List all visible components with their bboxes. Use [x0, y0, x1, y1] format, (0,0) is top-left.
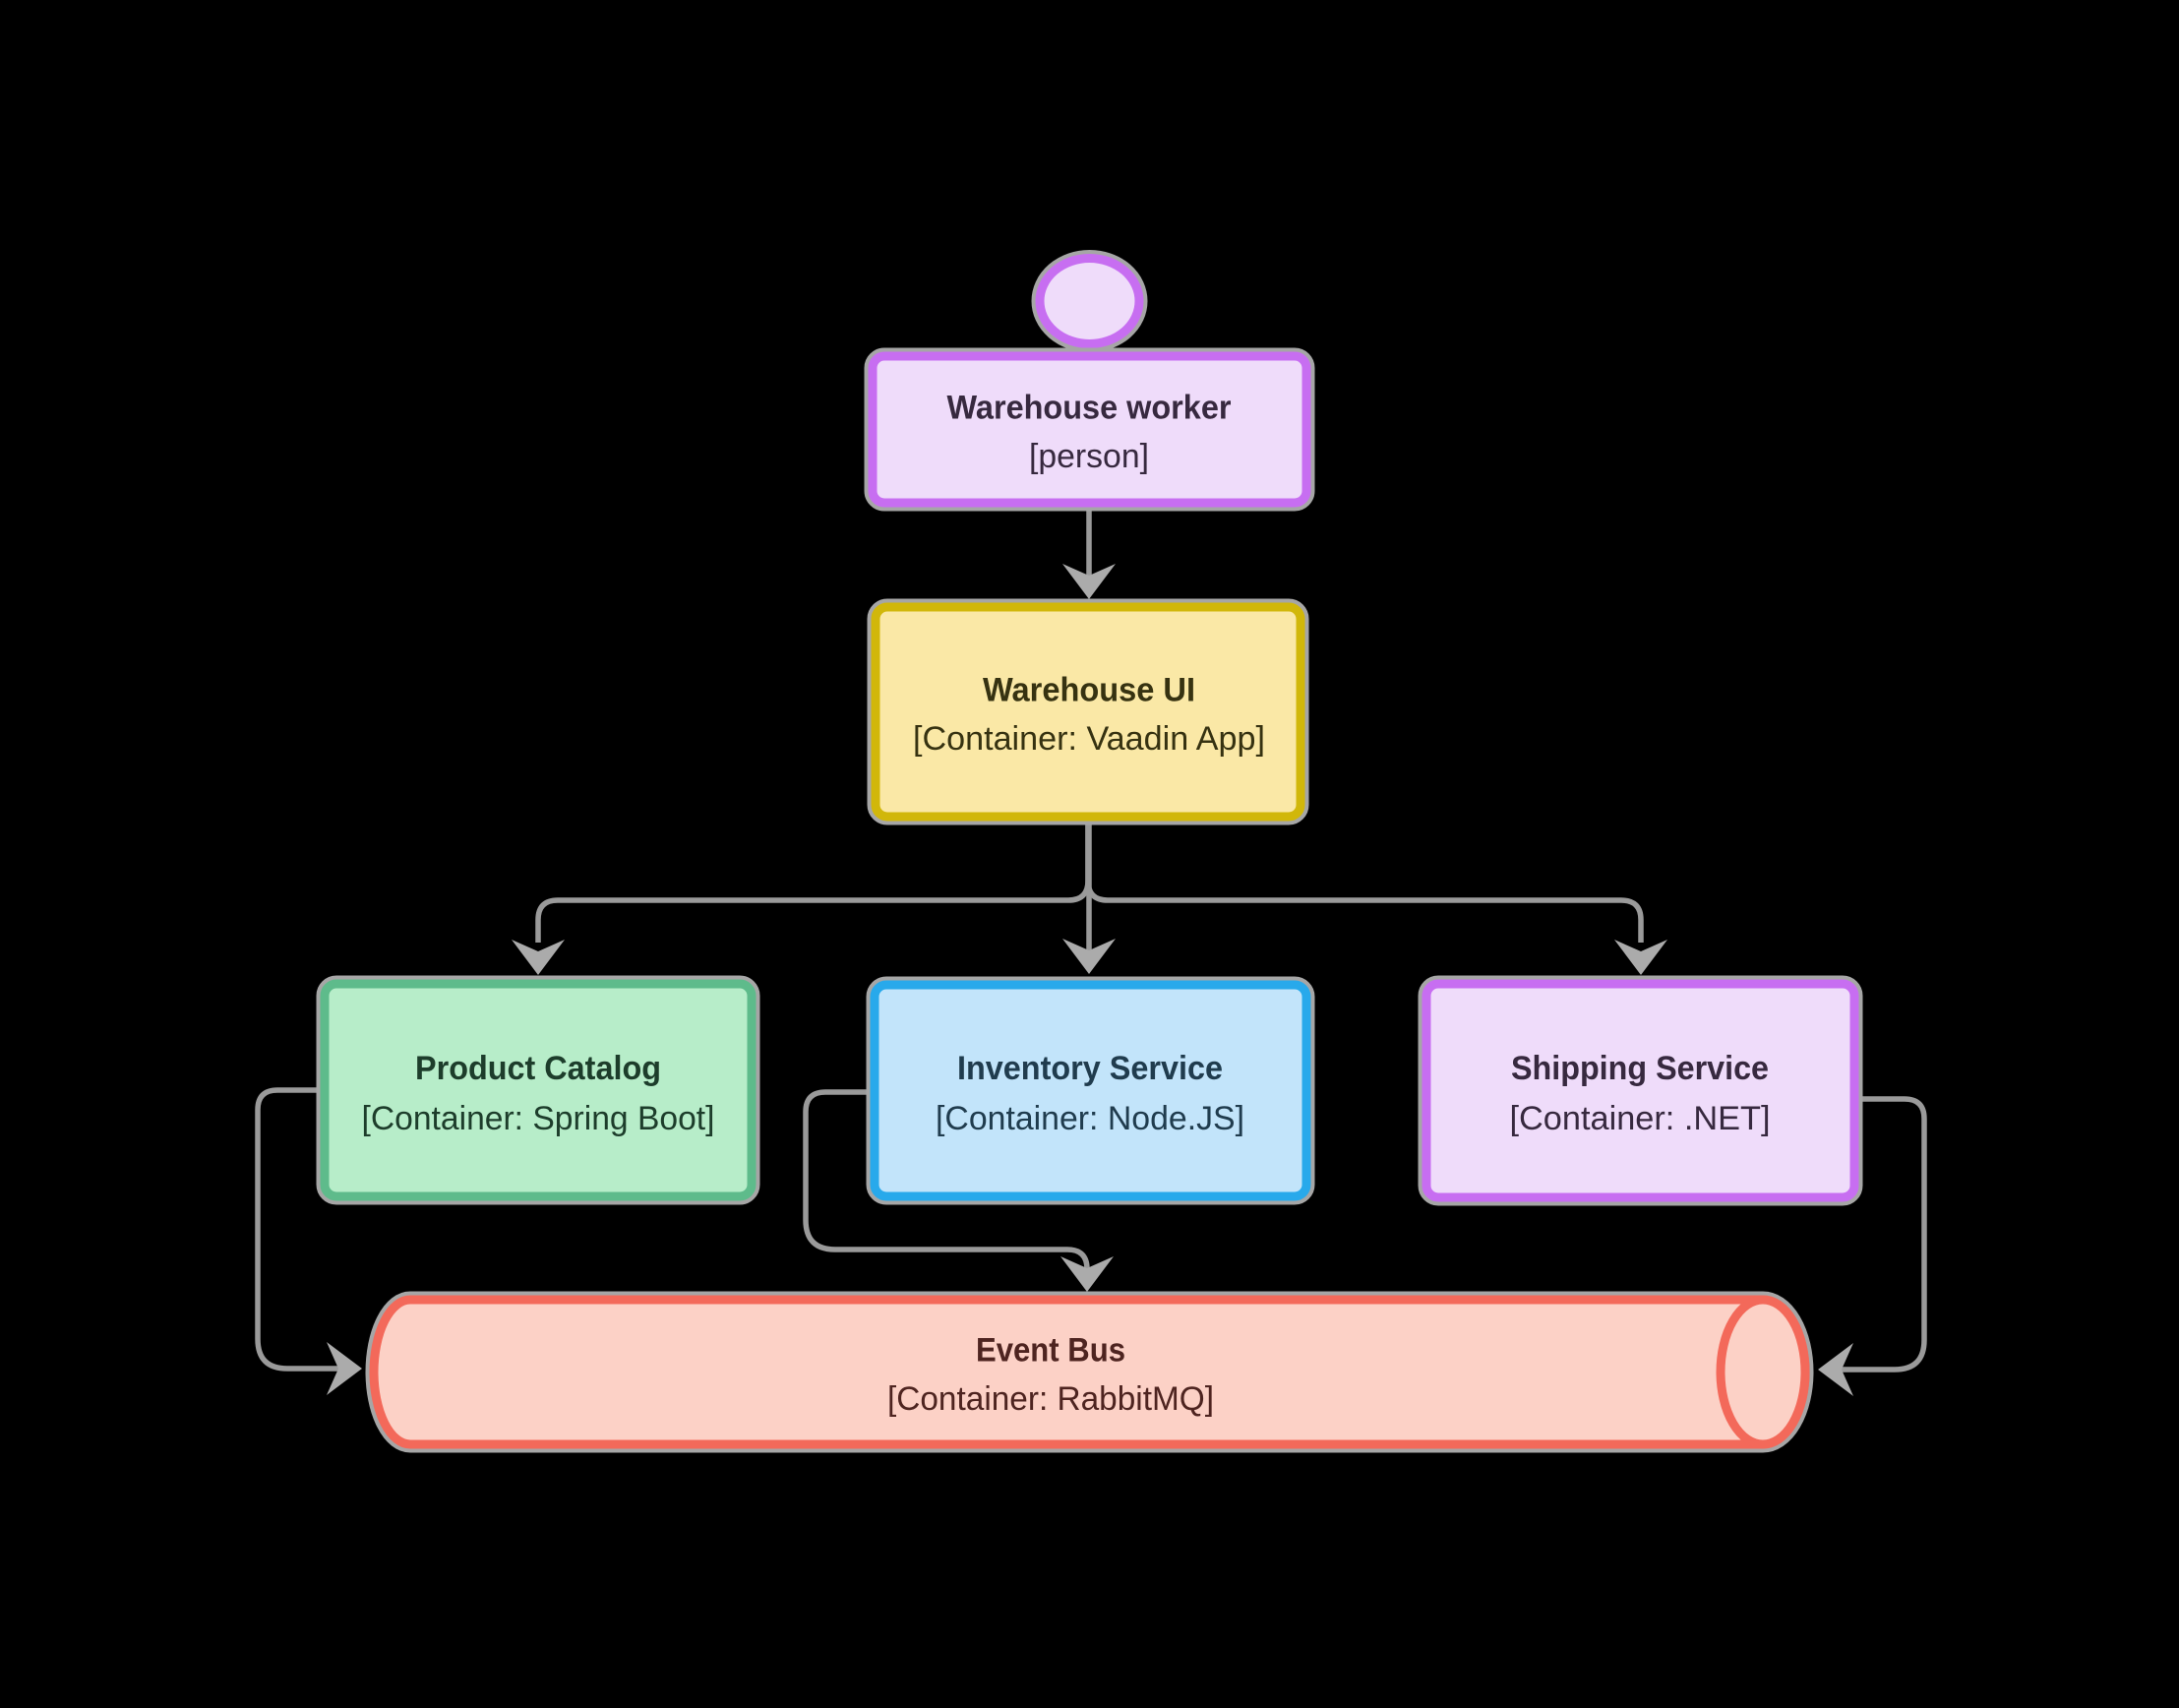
svg-text:Shipping Service: Shipping Service	[1511, 1050, 1769, 1087]
svg-text:Warehouse UI: Warehouse UI	[983, 672, 1195, 709]
svg-text:Product Catalog: Product Catalog	[415, 1050, 661, 1087]
svg-text:[Container: .NET]: [Container: .NET]	[1510, 1100, 1771, 1137]
svg-text:[Container: Node.JS]: [Container: Node.JS]	[936, 1100, 1244, 1137]
svg-text:Warehouse worker: Warehouse worker	[947, 390, 1232, 427]
svg-text:[person]: [person]	[1029, 438, 1149, 475]
svg-text:[Container: Vaadin App]: [Container: Vaadin App]	[913, 720, 1265, 758]
svg-text:Event Bus: Event Bus	[976, 1332, 1125, 1370]
svg-text:[Container: RabbitMQ]: [Container: RabbitMQ]	[887, 1380, 1214, 1418]
svg-text:[Container: Spring Boot]: [Container: Spring Boot]	[362, 1100, 715, 1137]
svg-text:Inventory Service: Inventory Service	[957, 1050, 1223, 1087]
